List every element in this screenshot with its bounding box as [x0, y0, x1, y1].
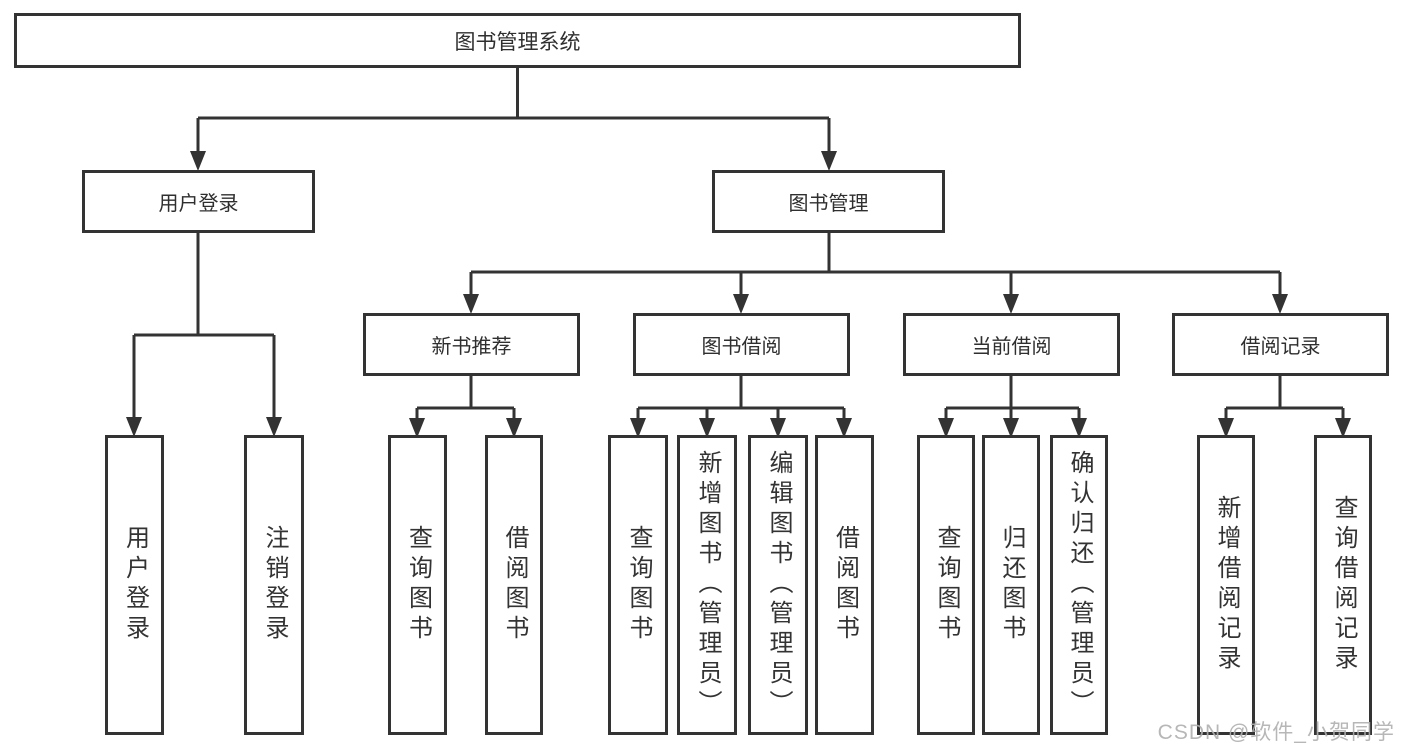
leaf-newbook-query-books: 查询图书 — [388, 435, 447, 735]
leaf-user-login: 用户登录 — [105, 435, 164, 735]
root-node-library-system: 图书管理系统 — [14, 13, 1021, 68]
leaf-borrow-add-books-admin: 新增图书（管理员） — [677, 435, 737, 735]
leaf-records-add-record: 新增借阅记录 — [1197, 435, 1255, 735]
level3-node-book-borrow: 图书借阅 — [633, 313, 850, 376]
leaf-current-query-books: 查询图书 — [917, 435, 975, 735]
leaf-borrow-borrow-books: 借阅图书 — [815, 435, 874, 735]
level3-node-current-borrow: 当前借阅 — [903, 313, 1120, 376]
leaf-borrow-edit-books-admin: 编辑图书（管理员） — [748, 435, 808, 735]
leaf-logout: 注销登录 — [244, 435, 304, 735]
leaf-newbook-borrow-books: 借阅图书 — [485, 435, 543, 735]
level2-node-book-management: 图书管理 — [712, 170, 945, 233]
level3-node-borrow-records: 借阅记录 — [1172, 313, 1389, 376]
leaf-current-return-books: 归还图书 — [982, 435, 1040, 735]
leaf-current-confirm-return-admin: 确认归还（管理员） — [1050, 435, 1108, 735]
csdn-watermark: CSDN @软件_小贺同学 — [1157, 721, 1395, 744]
arrowheads — [126, 151, 1351, 438]
level2-node-user-login: 用户登录 — [82, 170, 315, 233]
level3-node-new-book-recommend: 新书推荐 — [363, 313, 580, 376]
leaf-borrow-query-books: 查询图书 — [608, 435, 668, 735]
leaf-records-query-record: 查询借阅记录 — [1314, 435, 1372, 735]
